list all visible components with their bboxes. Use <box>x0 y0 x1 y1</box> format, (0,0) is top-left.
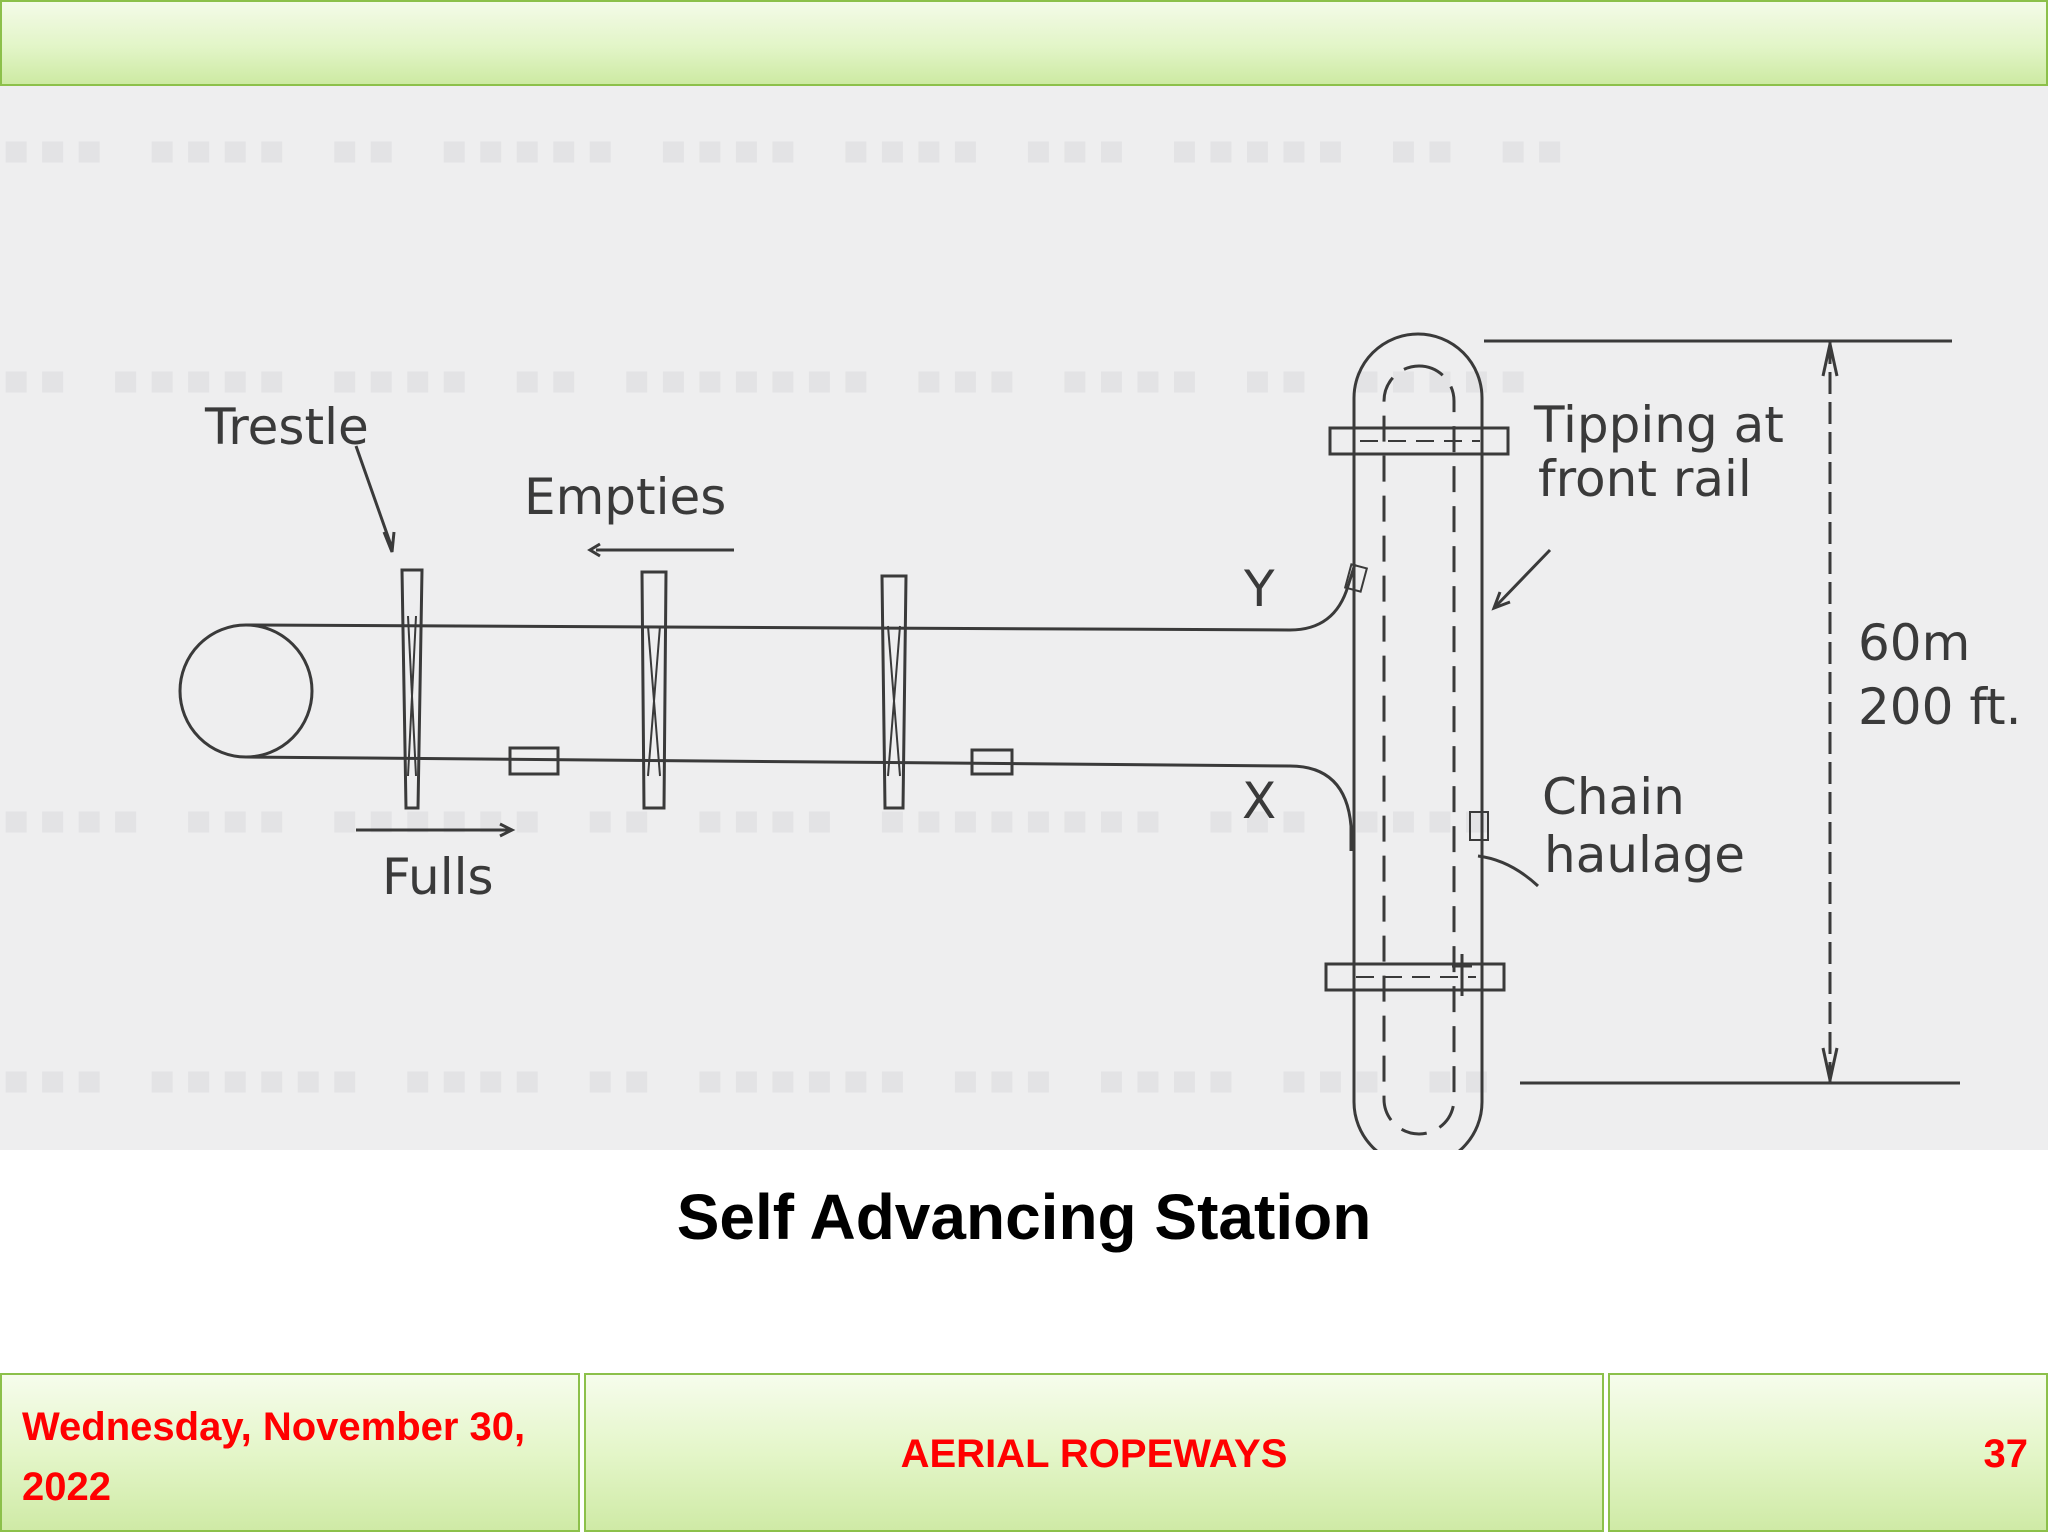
tipping-label-line1: Tipping at <box>1533 396 1784 454</box>
footer-date: Wednesday, November 30, 2022 <box>0 1373 580 1532</box>
chain-loop-inner <box>1382 364 1456 1136</box>
trestle-pointer <box>354 445 394 549</box>
bleed-through-text: ▪▪ ▪▪▪▪▪ ▪▪▪▪ ▪▪ ▪▪▪▪▪▪▪ ▪▪▪ ▪▪▪▪ ▪▪ ▪▪▪… <box>0 346 1534 409</box>
return-wheel <box>178 623 314 759</box>
x-label: X <box>1242 772 1276 830</box>
slide-number: 37 <box>1608 1373 2048 1532</box>
ropeway-station-diagram: Trestle Empties Fulls Y X Tipping at fro… <box>178 332 2022 1150</box>
dimension-metric-label: 60m <box>1858 614 1970 672</box>
chain-pointer <box>1477 854 1540 888</box>
bleed-through-text: ▪▪▪ ▪▪▪▪▪▪ ▪▪▪▪ ▪▪ ▪▪▪▪▪▪ ▪▪▪ ▪▪▪▪ ▪▪▪ ▪… <box>0 1046 1497 1109</box>
trestle-3 <box>880 574 908 810</box>
bucket <box>508 746 560 776</box>
slide-caption: Self Advancing Station <box>676 1181 1372 1253</box>
chain-label-line2: haulage <box>1544 826 1745 884</box>
y-label: Y <box>1243 560 1275 618</box>
rope-upper <box>245 563 1357 632</box>
tipping-pointer <box>1494 548 1552 608</box>
bucket <box>1469 811 1489 841</box>
chain-loop-outer <box>1352 332 1484 1150</box>
trestle-1 <box>400 568 424 810</box>
rear-rail <box>1324 962 1506 992</box>
rope-lower <box>245 755 1353 851</box>
chain-label-line1: Chain <box>1542 768 1685 826</box>
diagram-image: ▪▪▪ ▪▪▪▪ ▪▪ ▪▪▪▪▪ ▪▪▪▪ ▪▪▪▪ ▪▪▪ ▪▪▪▪▪ ▪▪… <box>0 86 2048 1150</box>
bleed-through-text: ▪▪▪ ▪▪▪▪ ▪▪ ▪▪▪▪▪ ▪▪▪▪ ▪▪▪▪ ▪▪▪ ▪▪▪▪▪ ▪▪… <box>0 116 1570 179</box>
bucket <box>1343 563 1369 593</box>
fulls-label: Fulls <box>382 848 494 906</box>
bleed-through-text: ▪▪▪▪ ▪▪▪ ▪▪▪▪▪▪ ▪▪ ▪▪▪▪ ▪▪▪▪▪▪▪▪ ▪▪▪ ▪▪▪… <box>0 786 1497 849</box>
trestle-2 <box>640 570 668 810</box>
tipping-label-line2: front rail <box>1538 450 1752 508</box>
bucket <box>970 748 1014 776</box>
header-bar <box>0 0 2048 86</box>
dimension-imperial-label: 200 ft. <box>1858 678 2022 736</box>
trestle-label: Trestle <box>204 398 369 456</box>
footer-title: AERIAL ROPEWAYS <box>584 1373 1604 1532</box>
empties-label: Empties <box>524 468 726 526</box>
front-rail <box>1328 426 1510 456</box>
